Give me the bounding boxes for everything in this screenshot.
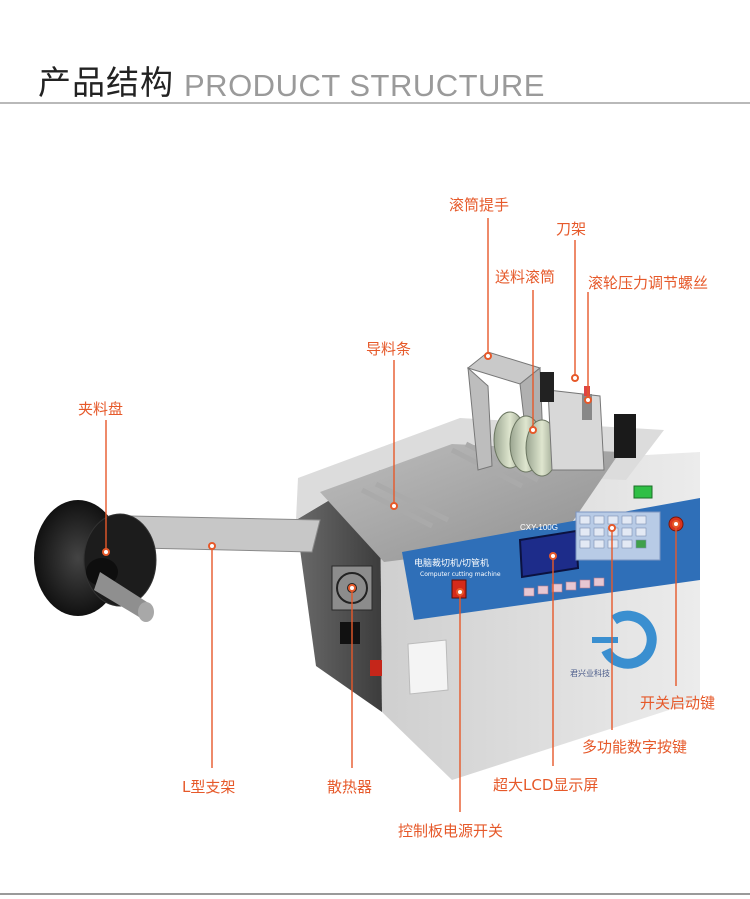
label-heat-sink: 散热器 [327,778,373,796]
section-header: 产品结构 PRODUCT STRUCTURE [38,56,545,104]
page-title-en: PRODUCT STRUCTURE [184,68,545,103]
label-l-bracket: L型支架 [182,778,236,796]
callout-dots [102,352,680,596]
page-title-cn: 产品结构 [38,63,174,102]
label-guide-bar: 导料条 [366,340,412,358]
label-roller-handle: 滚筒提手 [449,196,510,214]
panel-model: CXY-100G [520,523,558,532]
side-power-switch [370,660,382,676]
header-divider [0,102,750,104]
label-power-switch: 控制板电源开关 [398,822,504,840]
blade-holder [540,372,636,471]
label-lcd: 超大LCD显示屏 [493,776,599,794]
panel-name-cn: 电脑裁切机/切管机 [414,557,489,569]
green-start-button [633,485,653,499]
label-pressure-screw: 滚轮压力调节螺丝 [588,274,709,292]
callout-lines [105,218,677,812]
power-socket [340,622,360,644]
label-blade-holder: 刀架 [556,220,587,238]
feed-rollers [493,411,559,477]
brand-logo [592,610,657,669]
spec-sticker [407,639,449,695]
brand-name: 君兴业科技 [570,668,610,678]
label-feed-roller: 送料滚筒 [495,268,556,286]
label-start-key: 开关启动键 [640,694,716,712]
lcd-screen [518,529,580,579]
label-reel: 夹料盘 [78,400,124,418]
panel-small-buttons [523,577,605,597]
panel-name-en: Computer cutting machine [420,571,501,578]
label-keypad: 多功能数字按键 [582,738,688,756]
reel [34,500,157,622]
footer-divider [0,893,750,895]
keypad [575,511,661,561]
